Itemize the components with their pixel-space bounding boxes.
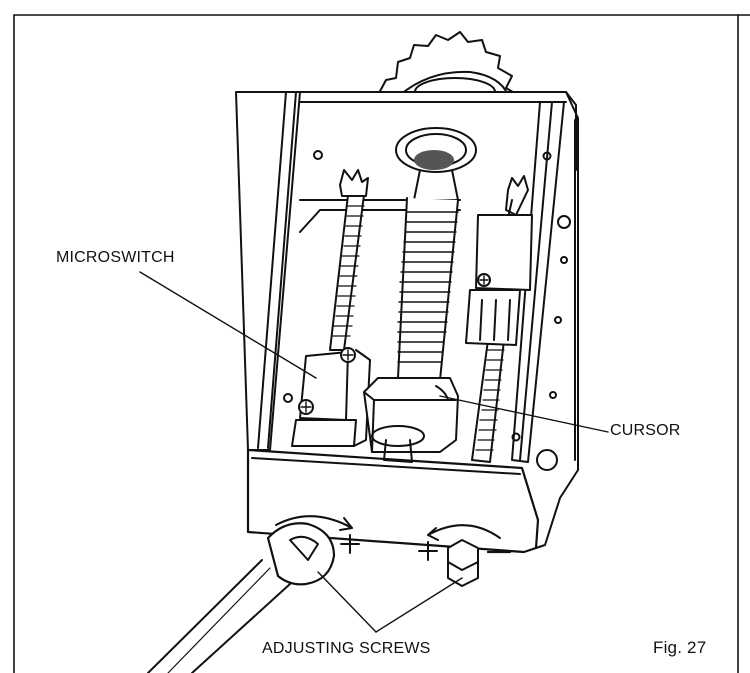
left-threaded-rod	[329, 169, 369, 351]
adjusting-screw-right	[418, 524, 512, 587]
left-microswitch	[291, 347, 371, 447]
figure-number: Fig. 27	[653, 638, 707, 657]
microswitch-label: MICROSWITCH	[56, 249, 175, 266]
adjusting-screws-label: ADJUSTING SCREWS	[262, 640, 431, 657]
sprocket-gear	[377, 31, 519, 107]
leader-lines	[139, 271, 609, 633]
right-threaded-rod	[471, 175, 529, 463]
frame-border	[13, 14, 750, 673]
limit-switch-housing	[235, 91, 579, 554]
cursor-label: CURSOR	[610, 422, 681, 439]
central-threaded-shaft	[395, 127, 477, 381]
right-microswitch	[465, 214, 533, 346]
wrench	[147, 522, 336, 673]
cursor-block	[363, 377, 459, 463]
